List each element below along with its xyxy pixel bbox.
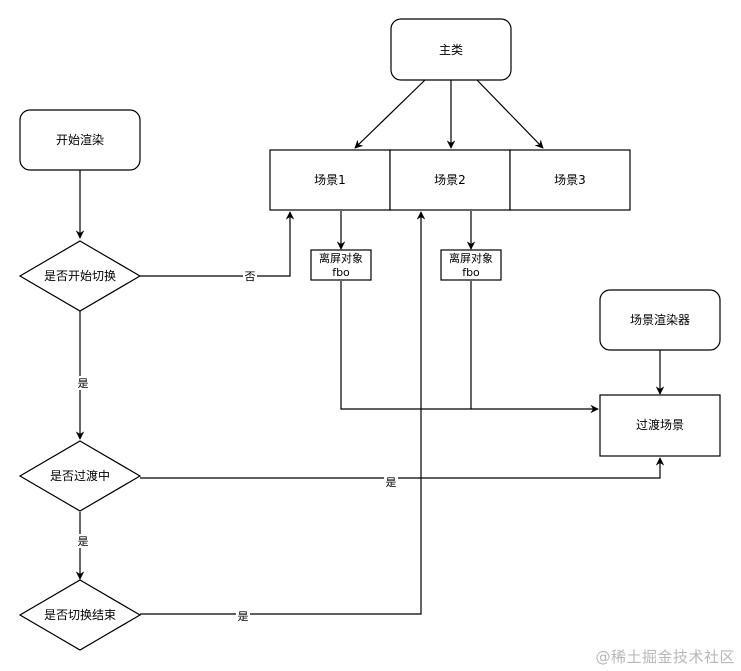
edge-label-start-switch-no: 否 [245,270,256,283]
main-class-label: 主类 [439,43,463,57]
decision-switch-end-label: 是否切换结束 [44,608,116,622]
scene3-label: 场景3 [554,173,586,187]
decision-start-switch-label: 是否开始切换 [44,269,116,283]
edge-main-to-scene1 [354,79,426,149]
scene-renderer-node [599,289,721,351]
fbo2-node [440,249,502,281]
watermark-text: @稀土掘金技术社区 [595,648,735,666]
scene3-node [509,149,631,211]
decision-start-switch [18,240,142,312]
edge-label-start-switch-yes: 是 [78,377,89,390]
fbo1-label-line2: fbo [332,266,350,279]
edge-label-in-transition-yes-right: 是 [386,476,397,489]
edge-transition-yes-right [140,457,665,479]
main-class-node [390,18,512,81]
start-render-label: 开始渲染 [56,132,104,147]
decision-switch-end [18,579,142,651]
transition-scene-node [599,394,721,457]
scene-renderer-label: 场景渲染器 [630,312,690,327]
edge-label-switch-end-yes: 是 [238,610,249,623]
scene2-label: 场景2 [434,173,466,187]
start-render-node [19,109,141,171]
edge-label-in-transition-yes-down: 是 [78,535,89,548]
scene1-label: 场景1 [314,173,346,187]
edge-decision-no-to-scene1 [140,211,295,277]
transition-scene-label: 过渡场景 [636,417,684,432]
fbo2-label-line1: 离屏对象 [449,251,493,265]
edge-fbo1-to-transition [340,281,599,414]
decision-in-transition-label: 是否过渡中 [50,468,110,483]
fbo1-label-line1: 离屏对象 [319,251,363,265]
edge-switch-end-yes [140,211,426,615]
edge-main-to-scene3 [476,79,544,149]
decision-in-transition [18,440,142,512]
fbo1-node [310,249,372,281]
fbo2-label-line2: fbo [462,266,480,279]
